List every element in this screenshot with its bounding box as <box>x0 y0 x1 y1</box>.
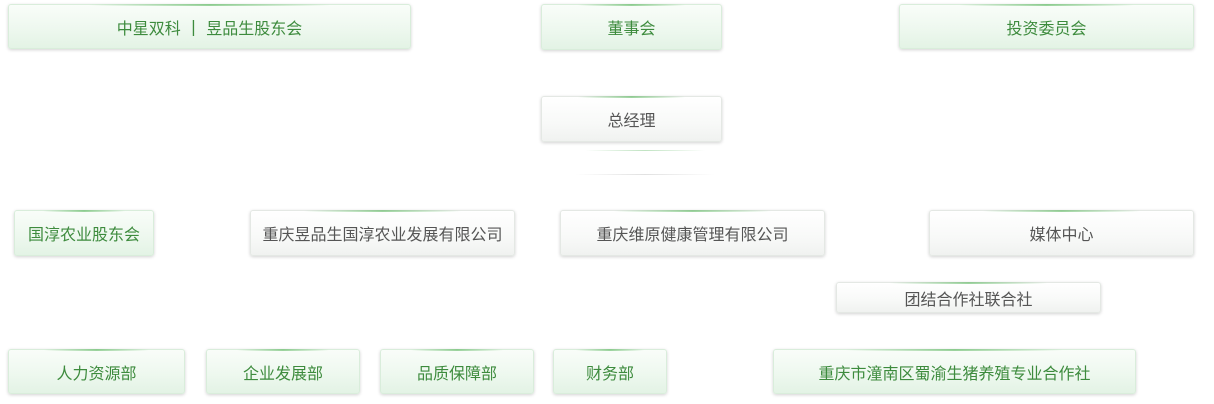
connector-line <box>585 150 705 151</box>
general-manager-node: 总经理 <box>541 96 722 142</box>
hr-department-label: 人力资源部 <box>56 363 137 383</box>
shareholders-left-label: 中星双科 <box>116 18 181 38</box>
finance-department-label: 财务部 <box>585 363 634 383</box>
shareholders-right-label: 昱品生股东会 <box>206 18 303 38</box>
yupinsheng-company-node: 重庆昱品生国淳农业发展有限公司 <box>250 210 515 256</box>
investment-committee-node: 投资委员会 <box>899 4 1194 49</box>
connector-line <box>575 174 715 175</box>
media-center-label: 媒体中心 <box>1029 225 1094 244</box>
pig-cooperative-label: 重庆市潼南区蜀渝生猪养殖专业合作社 <box>818 363 1091 383</box>
general-manager-label: 总经理 <box>607 111 656 130</box>
enterprise-development-label: 企业发展部 <box>242 363 323 383</box>
board-label: 董事会 <box>607 19 656 38</box>
quality-assurance-label: 品质保障部 <box>416 363 497 383</box>
quality-assurance-node: 品质保障部 <box>380 349 534 394</box>
finance-department-node: 财务部 <box>553 349 667 394</box>
shareholders-node: 中星双科 | 昱品生股东会 <box>8 4 411 49</box>
guochun-shareholders-node: 国淳农业股东会 <box>14 210 154 256</box>
cooperative-alliance-label: 团结合作社联合社 <box>904 289 1033 309</box>
media-center-node: 媒体中心 <box>929 210 1194 256</box>
weiyuan-company-node: 重庆维原健康管理有限公司 <box>560 210 825 256</box>
guochun-shareholders-label: 国淳农业股东会 <box>27 225 140 244</box>
investment-committee-label: 投资委员会 <box>1006 18 1087 38</box>
pig-cooperative-node: 重庆市潼南区蜀渝生猪养殖专业合作社 <box>773 349 1136 394</box>
board-node: 董事会 <box>541 4 722 50</box>
hr-department-node: 人力资源部 <box>8 349 185 394</box>
yupinsheng-company-label: 重庆昱品生国淳农业发展有限公司 <box>262 225 503 244</box>
shareholders-separator: | <box>190 17 197 36</box>
cooperative-alliance-node: 团结合作社联合社 <box>836 282 1101 313</box>
enterprise-development-node: 企业发展部 <box>206 349 360 394</box>
weiyuan-company-label: 重庆维原健康管理有限公司 <box>596 225 789 244</box>
